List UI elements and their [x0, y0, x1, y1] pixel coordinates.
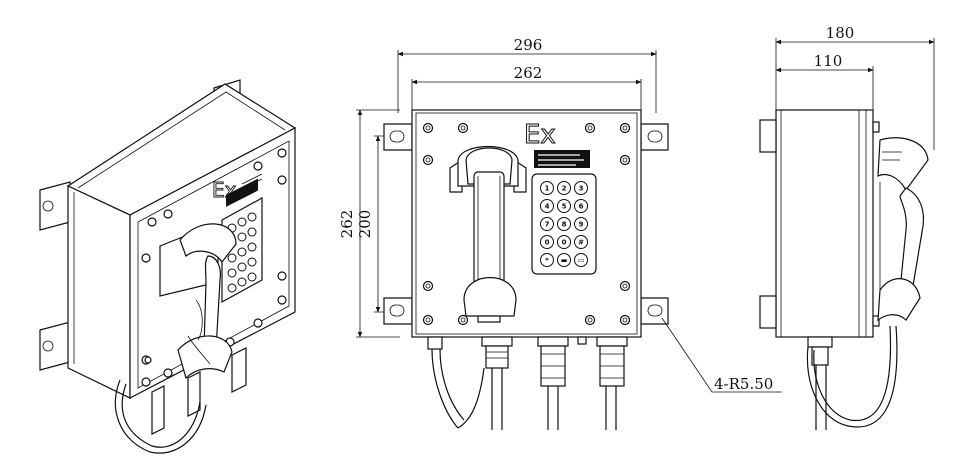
dim-mounting-width: 262: [514, 64, 543, 82]
hole-callout: 4-R5.50: [714, 375, 773, 393]
front-screws: [422, 122, 631, 326]
keypad-key: [574, 181, 588, 195]
keypad-key-label: 7: [545, 221, 550, 229]
keypad-key: [574, 199, 588, 213]
keypad-key-label: *: [545, 257, 549, 265]
dim-overall-width: 296: [514, 36, 543, 54]
keypad-key-label: #: [578, 239, 584, 247]
keypad-keys: 1 2 3 4 5 6 7 8 9 0 0 # * ▬ ▭: [540, 181, 588, 267]
front-view: 296 262 262 200: [338, 36, 782, 430]
keypad-key-label: 3: [579, 185, 584, 193]
side-handset: [877, 137, 929, 322]
keypad-key: [557, 181, 571, 195]
side-view: 180 110: [759, 24, 935, 430]
iso-handset: [159, 223, 237, 380]
dim-body-depth: 110: [814, 52, 843, 70]
keypad-key: [540, 235, 554, 249]
dim-mounting-height: 200: [356, 210, 374, 239]
keypad-key: [574, 253, 588, 267]
keypad-key: [540, 253, 554, 267]
keypad-key-label: 1: [545, 185, 550, 193]
keypad-key-label: 0: [545, 239, 550, 247]
keypad-key: [540, 199, 554, 213]
keypad-key-label: 6: [579, 203, 584, 211]
keypad-key: [574, 217, 588, 231]
keypad-key: [574, 235, 588, 249]
isometric-view: Ex: [39, 79, 297, 454]
keypad-key: [557, 253, 571, 267]
dim-overall-depth: 180: [826, 24, 855, 42]
front-ex-mark: Ex: [524, 120, 556, 150]
keypad-key-label: 5: [562, 203, 567, 211]
dim-overall-height: 262: [338, 210, 356, 239]
front-cable-glands: [427, 336, 628, 430]
keypad-key-label: 0: [562, 239, 567, 247]
keypad-key-label: 8: [562, 221, 567, 229]
keypad-key-label: 4: [545, 203, 550, 211]
keypad-key-label: 2: [562, 185, 567, 193]
iso-cable-glands: [114, 347, 247, 454]
keypad-key: [557, 199, 571, 213]
keypad-key-label: 9: [579, 221, 584, 229]
keypad-key: [557, 235, 571, 249]
keypad-key: [540, 181, 554, 195]
keypad-key: [540, 217, 554, 231]
keypad-key-label: ▬: [561, 257, 568, 265]
front-handset: [463, 147, 517, 323]
keypad-key: [557, 217, 571, 231]
keypad-key-label: ▭: [578, 257, 585, 265]
